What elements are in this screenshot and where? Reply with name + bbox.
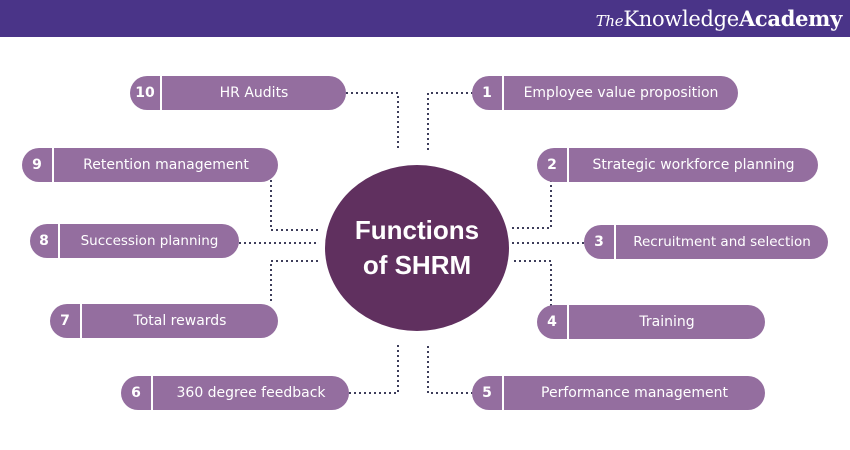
connector-10 xyxy=(346,92,399,150)
function-number: 8 xyxy=(39,233,49,249)
function-number: 5 xyxy=(482,385,492,401)
function-number: 1 xyxy=(482,85,492,101)
brand-logo: TheKnowledgeAcademy xyxy=(595,6,843,31)
function-item-1: 1 Employee value proposition xyxy=(472,76,738,110)
function-label: Recruitment and selection xyxy=(633,234,811,250)
divider xyxy=(502,376,504,410)
connector-5 xyxy=(427,343,473,394)
connector-9 xyxy=(270,180,318,231)
function-label: Employee value proposition xyxy=(523,85,719,101)
center-circle: Functions of SHRM xyxy=(325,165,509,331)
function-number: 10 xyxy=(135,85,155,101)
divider xyxy=(80,304,82,338)
function-label: Performance management xyxy=(541,385,728,401)
function-item-3: 3 Recruitment and selection xyxy=(584,225,828,259)
connector-7 xyxy=(270,260,318,301)
function-label: Succession planning xyxy=(80,233,219,249)
divider xyxy=(567,305,569,339)
function-label: Total rewards xyxy=(133,313,227,329)
header-bar: TheKnowledgeAcademy xyxy=(0,0,850,37)
function-label: Strategic workforce planning xyxy=(592,157,795,173)
function-label: HR Audits xyxy=(219,85,289,101)
function-number: 9 xyxy=(32,157,42,173)
divider xyxy=(52,148,54,182)
function-item-9: 9 Retention management xyxy=(22,148,278,182)
connector-1 xyxy=(427,92,473,150)
function-item-6: 6 360 degree feedback xyxy=(121,376,349,410)
connector-2 xyxy=(512,180,552,229)
function-number: 2 xyxy=(547,157,557,173)
function-number: 4 xyxy=(547,314,557,330)
function-item-4: 4 Training xyxy=(537,305,765,339)
center-title-line1: Functions xyxy=(354,215,480,245)
divider xyxy=(160,76,162,110)
function-number: 7 xyxy=(60,313,70,329)
function-label: 360 degree feedback xyxy=(176,385,326,401)
divider xyxy=(58,224,60,258)
function-label: Training xyxy=(639,314,695,330)
function-item-8: 8 Succession planning xyxy=(30,224,239,258)
function-number: 3 xyxy=(594,234,604,250)
connector-4 xyxy=(512,260,552,306)
divider xyxy=(502,76,504,110)
connector-6 xyxy=(349,343,399,394)
function-number: 6 xyxy=(131,385,141,401)
divider xyxy=(567,148,569,182)
function-label: Retention management xyxy=(83,157,249,173)
function-item-2: 2 Strategic workforce planning xyxy=(537,148,818,182)
function-item-7: 7 Total rewards xyxy=(50,304,278,338)
divider xyxy=(614,225,616,259)
function-item-10: 10 HR Audits xyxy=(130,76,346,110)
function-item-5: 5 Performance management xyxy=(472,376,765,410)
center-title-line2: of SHRM xyxy=(362,250,472,280)
divider xyxy=(151,376,153,410)
